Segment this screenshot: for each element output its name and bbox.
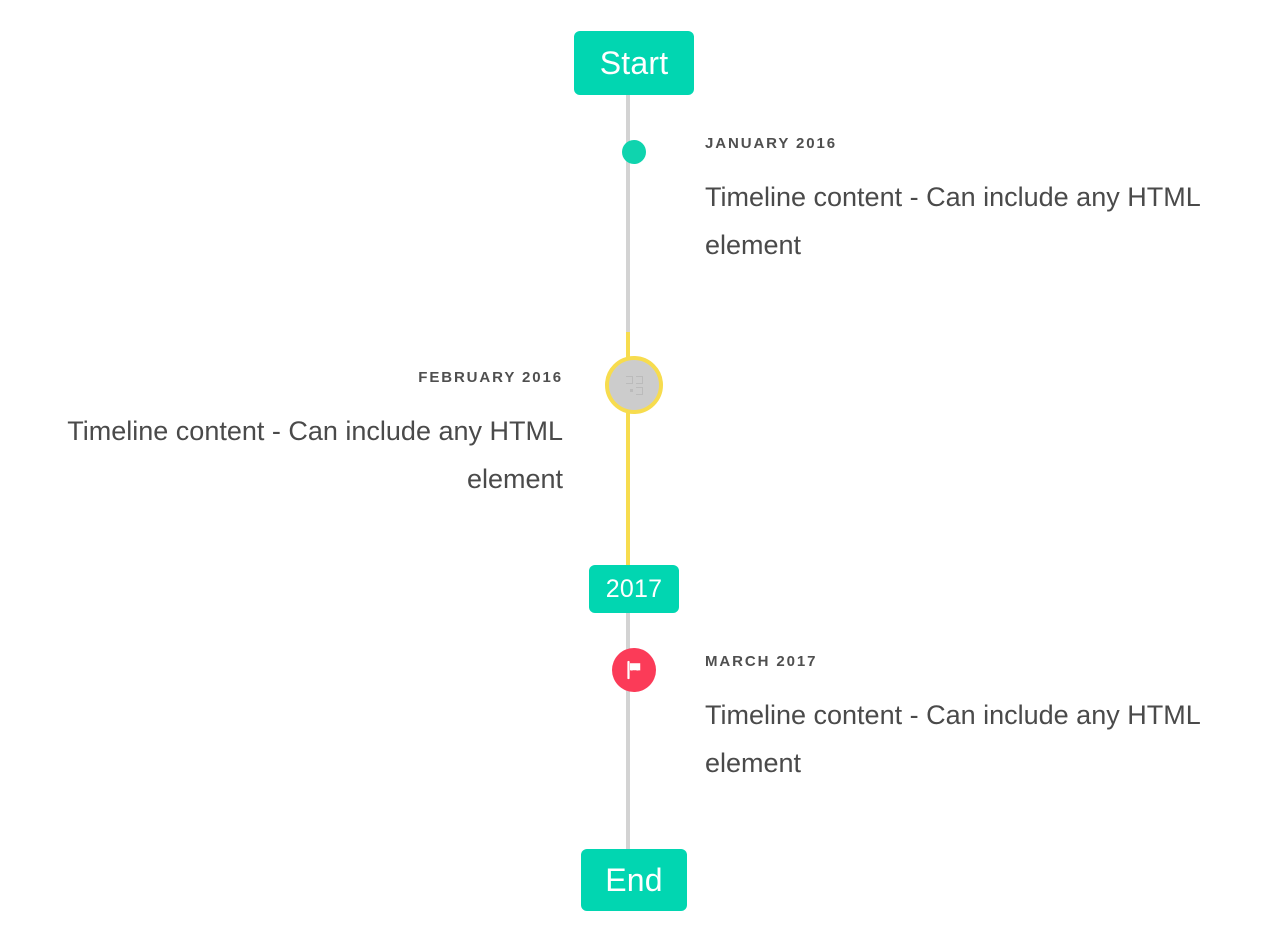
- broken-image-icon: [625, 375, 643, 395]
- timeline-year-badge-2017[interactable]: 2017: [589, 565, 679, 613]
- timeline-start-badge[interactable]: Start: [574, 31, 694, 95]
- timeline-marker-flag-icon[interactable]: [612, 648, 656, 692]
- timeline-event-content-column: January 2016 Timeline content - Can incl…: [678, 134, 1268, 269]
- timeline-event-march-2017: March 2017 Timeline content - Can includ…: [0, 648, 1268, 787]
- timeline-event-january-2016: January 2016 Timeline content - Can incl…: [0, 134, 1268, 269]
- timeline-marker-slot: [590, 134, 678, 269]
- timeline-event-date: February 2016: [418, 369, 563, 386]
- timeline-marker-image-placeholder-icon[interactable]: [605, 356, 663, 414]
- timeline-axis-segment-top: [626, 95, 630, 332]
- timeline-marker-slot: [590, 356, 678, 503]
- timeline-axis-segment-bottom: [626, 613, 630, 850]
- timeline-axis-segment-highlighted: [626, 332, 630, 565]
- timeline-event-february-2016: February 2016 Timeline content - Can inc…: [0, 356, 1268, 503]
- timeline-event-content-column: February 2016 Timeline content - Can inc…: [0, 368, 590, 503]
- timeline-event-content: February 2016 Timeline content - Can inc…: [0, 368, 590, 503]
- timeline-marker-dot-icon[interactable]: [622, 140, 646, 164]
- timeline-event-content: January 2016 Timeline content - Can incl…: [678, 134, 1268, 269]
- timeline-event-content: March 2017 Timeline content - Can includ…: [678, 652, 1268, 787]
- timeline-event-date: March 2017: [705, 653, 818, 670]
- timeline-end-badge[interactable]: End: [581, 849, 687, 911]
- timeline-marker-slot: [590, 648, 678, 787]
- timeline-event-body: Timeline content - Can include any HTML …: [705, 700, 1200, 779]
- timeline-event-body: Timeline content - Can include any HTML …: [705, 182, 1200, 261]
- timeline-event-body: Timeline content - Can include any HTML …: [67, 416, 563, 495]
- timeline-event-date: January 2016: [705, 135, 838, 152]
- timeline-event-content-column: March 2017 Timeline content - Can includ…: [678, 652, 1268, 787]
